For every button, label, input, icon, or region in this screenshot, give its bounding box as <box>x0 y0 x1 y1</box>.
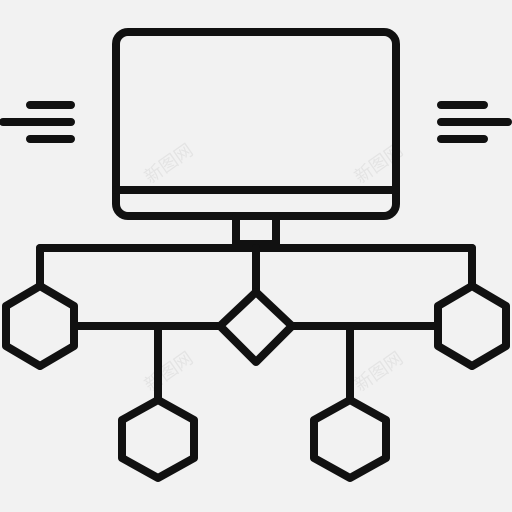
bottom-right-hexagon-icon <box>310 396 390 482</box>
bottom-left-hexagon-icon <box>118 396 198 482</box>
motion-lines-left <box>0 101 75 143</box>
connector-lines <box>36 244 476 404</box>
network-icon-lines <box>0 28 512 482</box>
right-hexagon-icon <box>434 282 510 370</box>
hub-diamond-icon <box>216 288 296 366</box>
motion-lines-right <box>437 101 512 143</box>
left-hexagon-icon <box>2 282 78 370</box>
